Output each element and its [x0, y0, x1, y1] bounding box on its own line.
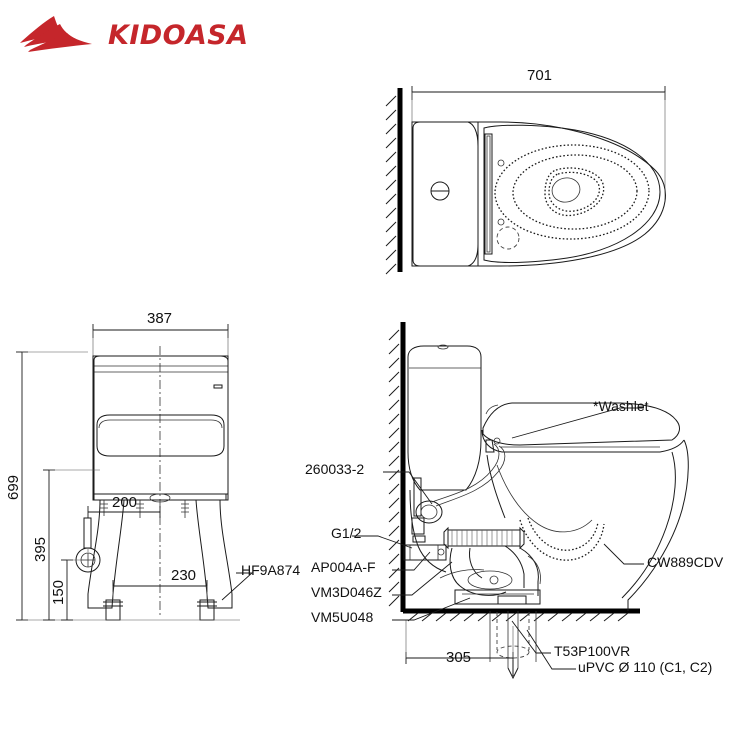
leader-vm5u048: [392, 597, 471, 621]
leader-vm3d046z: [392, 561, 453, 596]
part-label-vm5u048: VM5U048: [311, 609, 374, 625]
leader-260033-2: [383, 471, 433, 505]
dimension-150: [61, 559, 88, 621]
dimension-395: [43, 469, 100, 621]
dimension-label-387: 387: [147, 310, 173, 327]
dimension-387: [92, 324, 229, 356]
leader-washlet: [511, 407, 644, 439]
leader-cw889cdv: [603, 543, 644, 565]
part-label-g12: G1/2: [331, 525, 362, 541]
leader-t53p100vr: [511, 620, 551, 654]
side-view-bowl: [486, 439, 689, 611]
red-swoosh-arrow-icon: [20, 16, 92, 52]
dimension-label-150: 150: [50, 579, 67, 605]
top-view-tank: [411, 121, 479, 267]
dimension-305: [405, 620, 514, 664]
brand-logo: KIDOASA: [18, 14, 248, 56]
front-view-bowl: [87, 493, 233, 621]
side-view-inlet-assembly: [403, 443, 506, 561]
top-view-group: [385, 86, 666, 275]
part-label-260033-2: 260033-2: [305, 461, 365, 477]
part-label-upvc: uPVC Ø 110 (C1, C2): [578, 659, 713, 675]
part-label-vm3d046z: VM3D046Z: [311, 584, 382, 600]
dimension-200: [87, 506, 161, 518]
dimension-label-395: 395: [32, 536, 49, 562]
leader-upvc: [526, 629, 576, 670]
side-view-flush-mechanism: [439, 526, 541, 605]
part-label-cw889cdv: CW889CDV: [647, 554, 724, 570]
part-label-ap004a-f: AP004A-F: [311, 559, 376, 575]
dimension-label-305: 305: [446, 649, 472, 666]
front-view-group: [16, 324, 254, 621]
dimension-701: [411, 86, 666, 200]
dimension-label-699: 699: [5, 474, 22, 500]
dimension-label-701: 701: [527, 67, 553, 84]
front-view-tank: [92, 355, 229, 501]
side-section-view-group: [352, 322, 689, 680]
front-view-angle-valve: [75, 517, 101, 573]
leader-hf9a874: [221, 572, 254, 601]
part-label-hf9a874: HF9A874: [241, 562, 301, 578]
top-view-wall: [385, 88, 403, 275]
dimension-label-230: 230: [171, 567, 197, 584]
part-label-washlet: *Washlet: [593, 398, 649, 414]
front-view-seat-band: [96, 414, 225, 457]
leader-g12: [352, 535, 413, 549]
top-view-seat: [477, 121, 666, 267]
dimension-label-200: 200: [112, 494, 138, 511]
leader-ap004a-f: [392, 551, 431, 571]
dimension-230: [112, 580, 208, 600]
dimension-699: [16, 351, 240, 621]
side-view-floor: [403, 608, 640, 622]
part-label-t53p100vr: T53P100VR: [554, 643, 631, 659]
side-view-wall: [388, 322, 406, 612]
side-view-tank: [407, 344, 482, 573]
brand-name: KIDOASA: [108, 19, 249, 51]
side-view-washlet: [481, 402, 685, 453]
